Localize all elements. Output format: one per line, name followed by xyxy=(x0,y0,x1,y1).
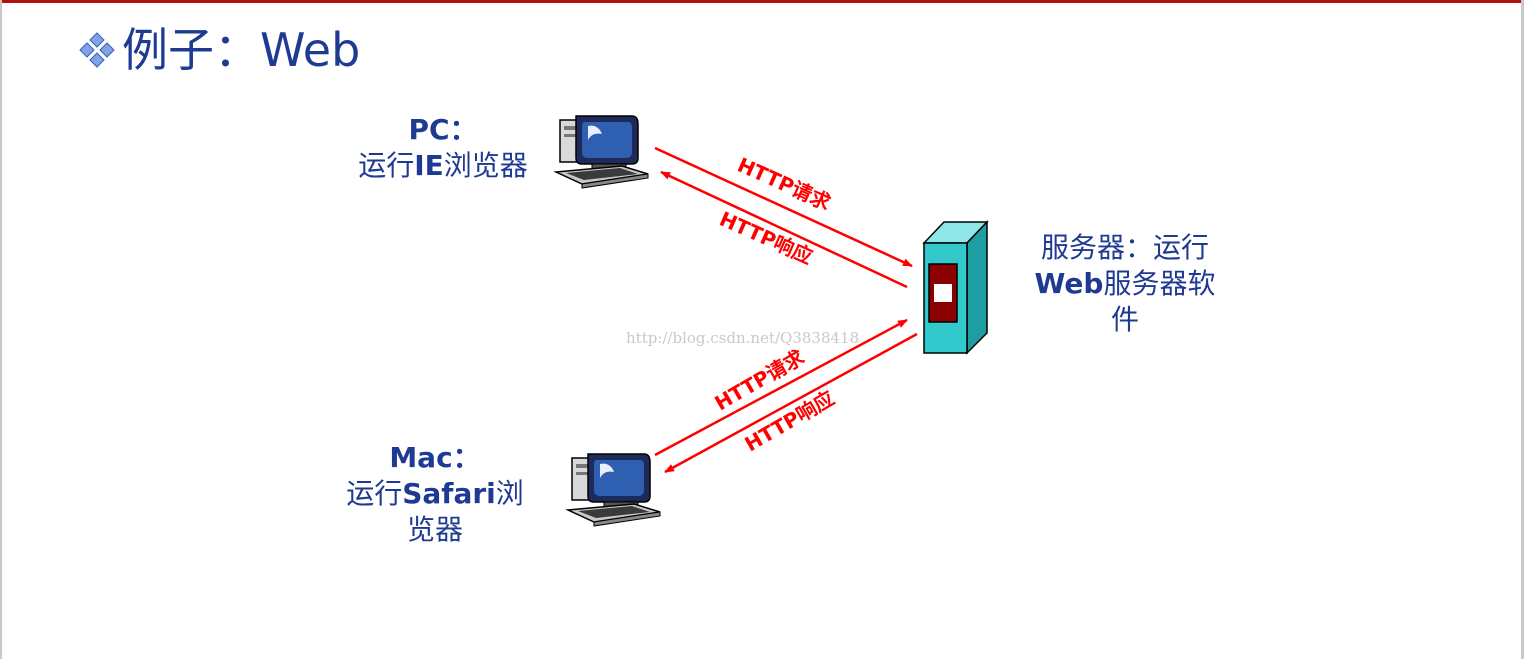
mac-label: Mac： 运行Safari浏 览器 xyxy=(320,440,550,548)
mac-label-browser-part2: 览器 xyxy=(406,513,463,546)
pc-request-arrow xyxy=(654,146,913,268)
pc-label-line1: PC： xyxy=(408,113,478,146)
mac-response-arrow xyxy=(664,332,918,474)
right-edge xyxy=(1521,0,1524,659)
pc-label: PC： 运行IE浏览器 xyxy=(336,112,550,184)
server-label: 服务器：运行 Web服务器软 件 xyxy=(1010,230,1240,338)
mac-label-run: 运行 xyxy=(346,477,403,510)
mac-label-browser-part1: 浏 xyxy=(495,477,524,510)
pc-response-arrow xyxy=(660,170,908,289)
mac-response-label: HTTP响应 xyxy=(741,386,839,456)
title-text: 例子：Web xyxy=(122,23,361,77)
pc-label-browser: 浏览器 xyxy=(443,149,528,182)
diamond-bullet-icon xyxy=(79,32,115,68)
pc-computer-icon xyxy=(553,115,649,189)
left-edge xyxy=(0,0,2,659)
mac-computer-icon xyxy=(565,453,661,527)
top-rule xyxy=(0,0,1524,3)
server-label-web: Web xyxy=(1034,267,1104,300)
pc-label-browser-name: IE xyxy=(414,149,444,182)
slide-title: 例子：Web xyxy=(78,20,360,80)
pc-label-run: 运行 xyxy=(358,149,415,182)
mac-label-browser-name: Safari xyxy=(402,477,496,510)
mac-request-arrow xyxy=(654,318,908,457)
server-label-software-part1: 服务器软 xyxy=(1103,267,1216,300)
mac-label-line1: Mac： xyxy=(389,441,481,474)
watermark: http://blog.csdn.net/Q3838418 xyxy=(626,329,860,347)
pc-request-label: HTTP请求 xyxy=(734,153,835,216)
server-tower-icon xyxy=(922,220,989,355)
server-label-software-part2: 件 xyxy=(1110,303,1139,336)
server-label-line1: 服务器：运行 xyxy=(1040,231,1209,264)
